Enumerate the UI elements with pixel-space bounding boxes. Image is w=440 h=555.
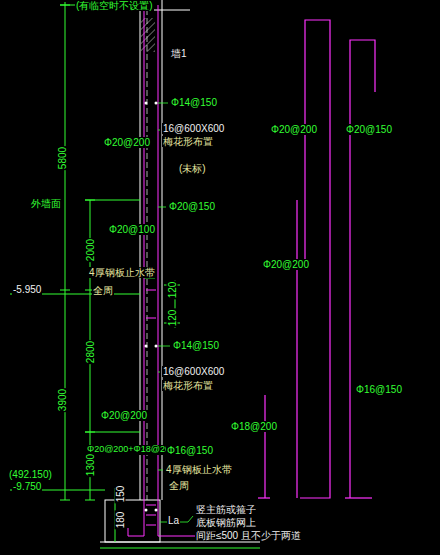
annotation-text: Φ20@200 <box>270 124 318 135</box>
annotation-text: 竖主筋或箍子 <box>195 504 257 515</box>
annotation-text: Φ18@200 <box>230 421 278 432</box>
annotation-text: Φ14@150 <box>170 97 218 108</box>
annotation-text: Φ20@150 <box>345 124 393 135</box>
annotation-text: (未标) <box>178 163 207 174</box>
annotation-text: 全周 <box>92 285 114 296</box>
annotation-text: Φ16@150 <box>355 384 403 395</box>
annotation-text: 16@600X600 <box>162 123 225 134</box>
dimension-text: 120 <box>167 281 178 300</box>
annotation-text: 间距≤500 且不少于两道 <box>195 530 302 541</box>
annotation-text: 底板钢筋网上 <box>195 517 257 528</box>
dimension-lines <box>10 2 180 542</box>
annotation-text: Φ20@200+Φ18@200 <box>86 445 176 455</box>
annotation-text: 梅花形布置 <box>162 380 214 391</box>
annotation-text: Φ20@200 <box>262 259 310 270</box>
dimension-text: 1300 <box>85 453 96 477</box>
annotation-text: 墙1 <box>170 48 188 59</box>
annotation-text: 全周 <box>168 480 190 491</box>
annotation-text: (492.150) <box>8 469 53 480</box>
annotation-text: Φ20@100 <box>108 224 156 235</box>
annotation-text: 4厚钢板止水带 <box>165 464 233 475</box>
annotation-text: La <box>167 515 180 526</box>
annotation-text: Φ16@150 <box>166 445 214 456</box>
annotation-text: 外墙面 <box>30 198 62 209</box>
dimension-text: 3900 <box>57 388 68 412</box>
annotation-text: (有临空时不设置) <box>75 0 154 11</box>
annotation-text: Φ20@200 <box>100 410 148 421</box>
annotation-text: Φ20@200 <box>103 137 151 148</box>
dimension-text: 120 <box>167 309 178 328</box>
dimension-text: 180 <box>115 511 126 530</box>
annotation-text: -5.950 <box>12 284 42 295</box>
dimension-text: 2000 <box>85 238 96 262</box>
annotation-text: 4厚钢板止水带 <box>88 267 156 278</box>
dimension-text: 2800 <box>85 340 96 364</box>
annotation-text: -9.750 <box>12 481 42 492</box>
dimension-text: 5800 <box>57 146 68 170</box>
annotation-text: Φ14@150 <box>172 340 220 351</box>
annotation-text: 16@600X600 <box>162 366 225 377</box>
dimension-text: 150 <box>115 485 126 504</box>
annotation-text: 梅花形布置 <box>162 136 214 147</box>
hatch-fill <box>141 18 155 52</box>
annotation-text: Φ20@150 <box>168 201 216 212</box>
